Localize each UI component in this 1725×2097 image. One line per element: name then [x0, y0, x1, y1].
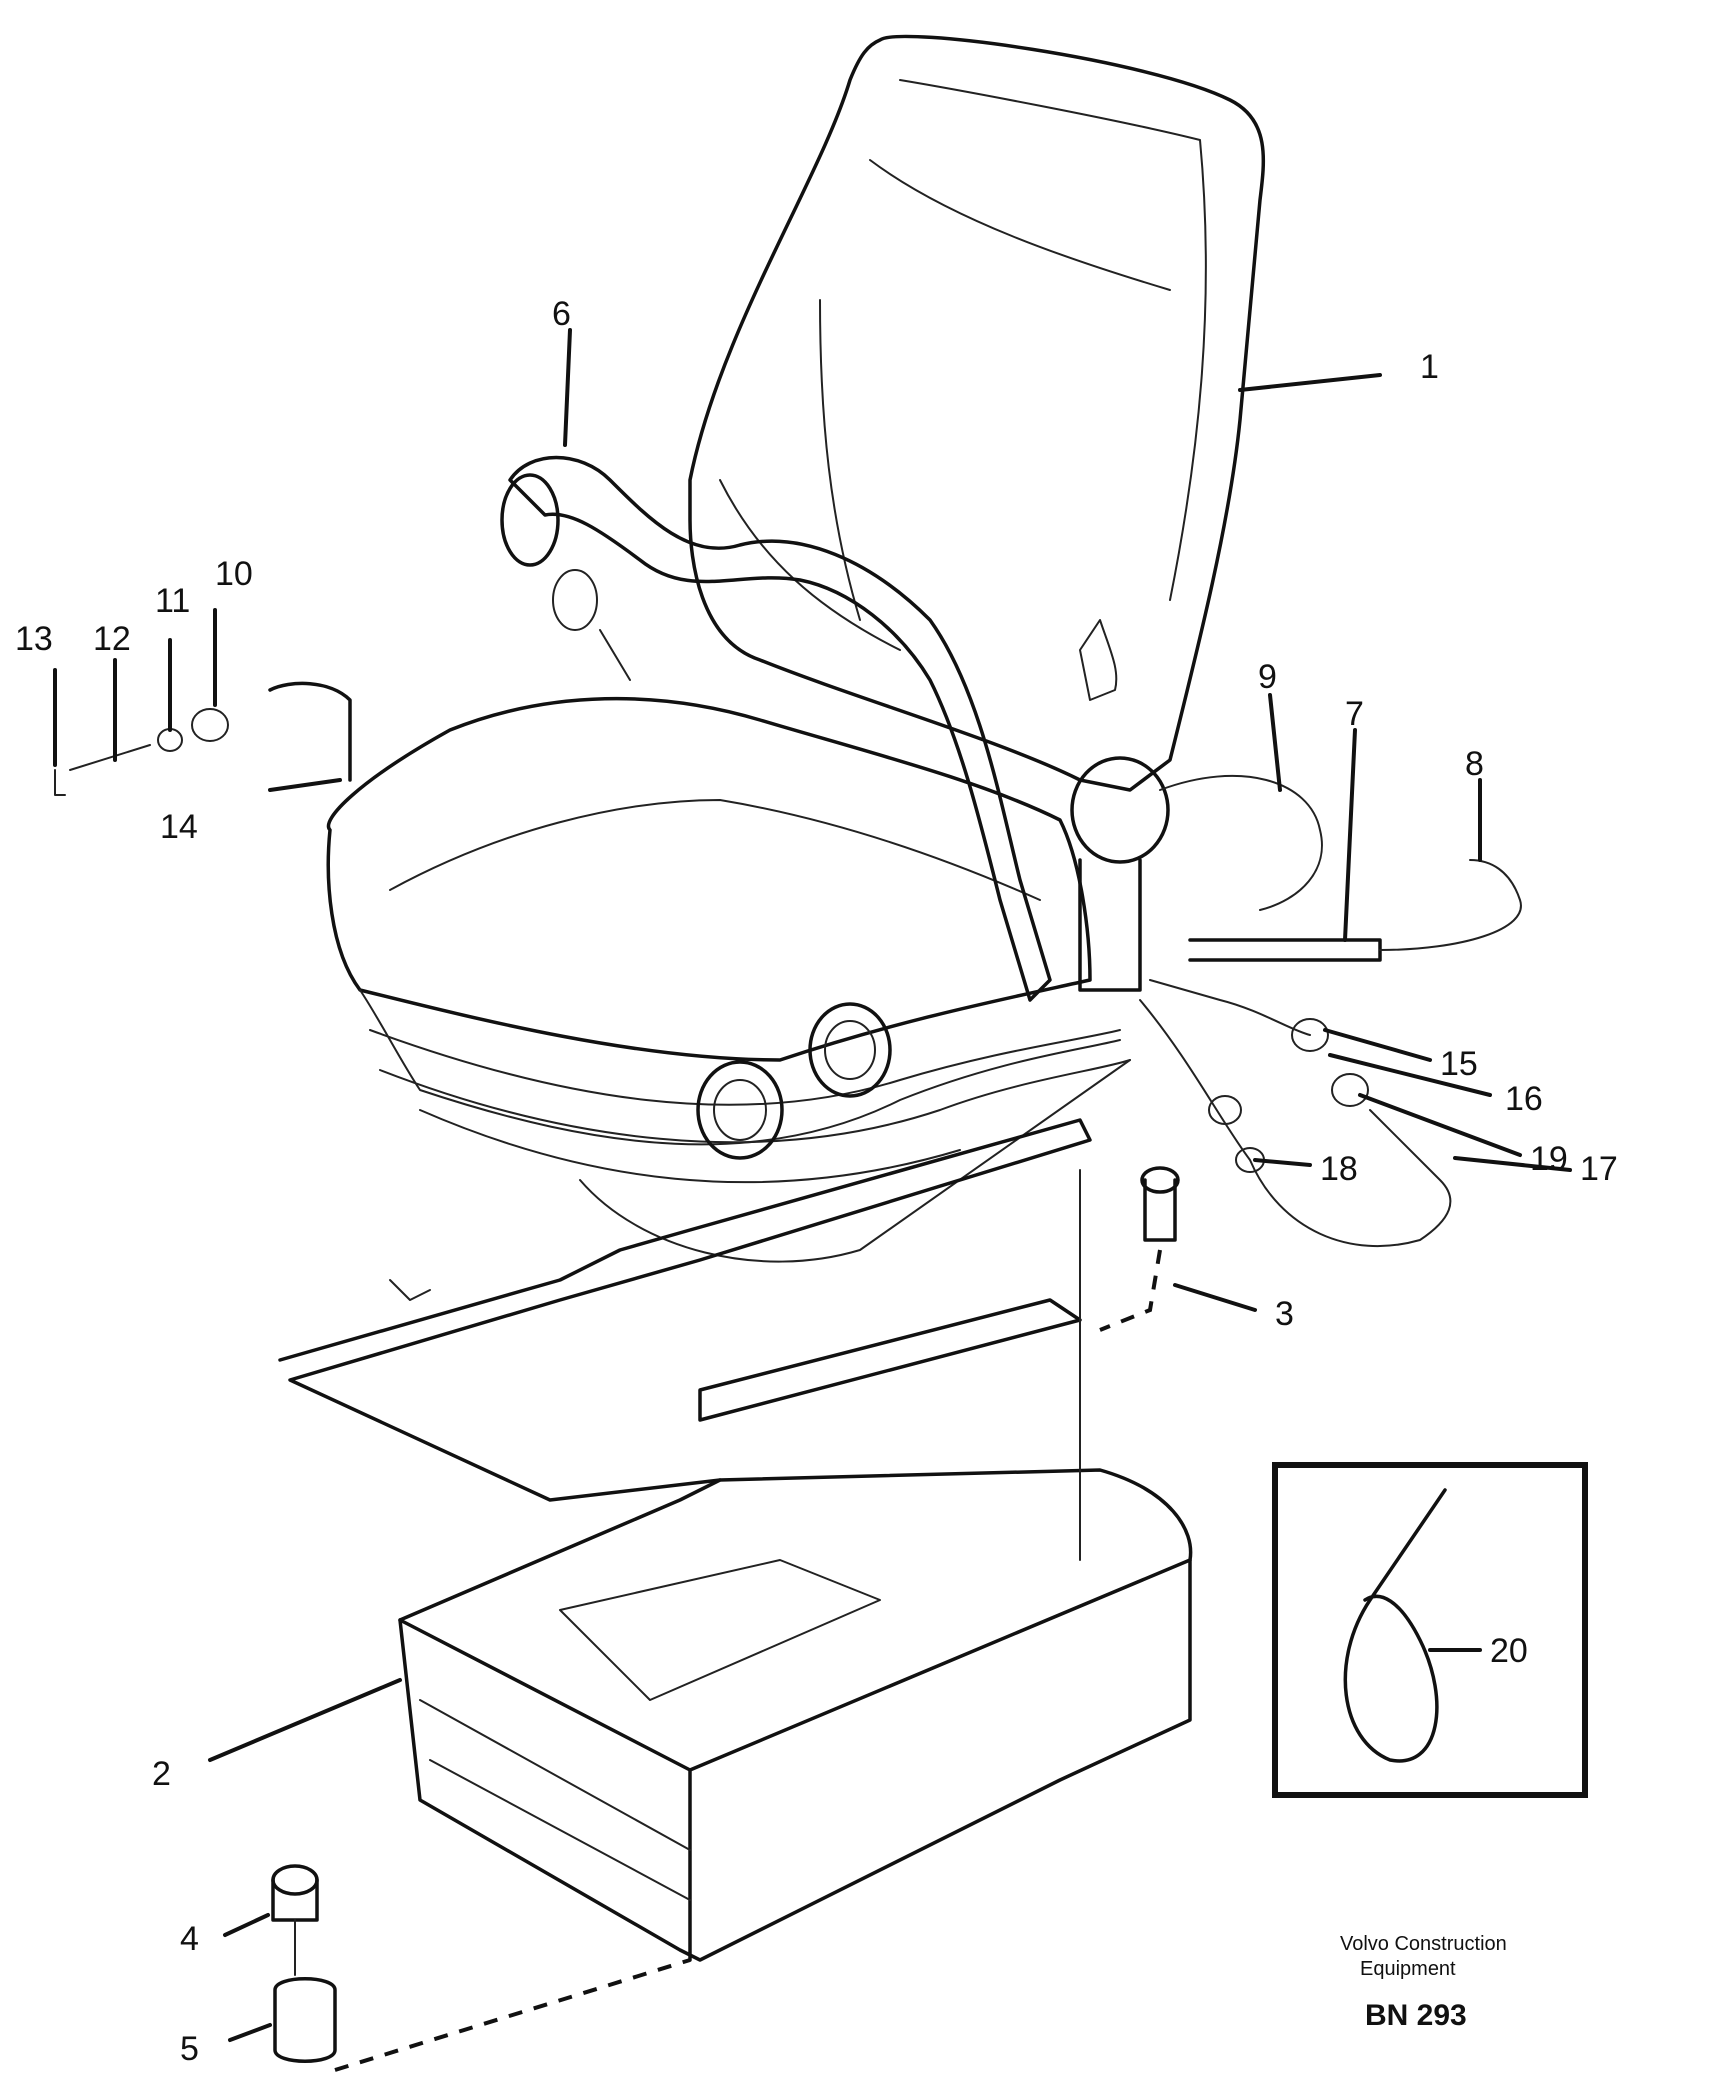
callout-20: 20 [1490, 1632, 1528, 1670]
callout-1: 1 [1420, 348, 1439, 386]
callout-7: 7 [1345, 695, 1364, 733]
knob-part-3 [1099, 1166, 1180, 1332]
callout-6: 6 [552, 295, 571, 333]
callout-labels: 1 2 3 4 5 6 7 8 9 10 11 12 13 14 15 16 1… [15, 295, 1618, 2068]
callout-10: 10 [215, 555, 253, 593]
leader-lines [53, 328, 1572, 2042]
armrest [500, 455, 1052, 1002]
callout-9: 9 [1258, 658, 1277, 696]
seat-backrest [688, 34, 1266, 792]
callout-13: 13 [15, 620, 53, 658]
drawing-code: BN 293 [1365, 1999, 1467, 2032]
callout-11: 11 [155, 582, 190, 620]
callout-8: 8 [1465, 745, 1484, 783]
side-control-assembly [1070, 756, 1522, 1248]
callout-18: 18 [1320, 1150, 1358, 1188]
seat-cushion [326, 696, 1131, 1263]
callout-4: 4 [180, 1920, 199, 1958]
callout-14: 14 [160, 808, 198, 846]
credit-line-2: Equipment [1360, 1958, 1456, 1980]
callout-3: 3 [1275, 1295, 1294, 1333]
callout-5: 5 [180, 2030, 199, 2068]
knob-part-4 [271, 1864, 319, 1976]
callout-2: 2 [152, 1755, 171, 1793]
foot-part-5 [273, 1958, 691, 2072]
callout-15: 15 [1440, 1045, 1478, 1083]
seat-console [398, 1169, 1193, 1962]
lever-assembly [54, 681, 352, 796]
slide-rails [278, 1118, 1092, 1502]
callout-12: 12 [93, 620, 131, 658]
callout-16: 16 [1505, 1080, 1543, 1118]
credit-line-1: Volvo Construction [1340, 1933, 1507, 1955]
callout-19: 19 [1530, 1140, 1568, 1178]
callout-17: 17 [1580, 1150, 1618, 1188]
inset-detail-box [1272, 1462, 1588, 1798]
credit-block: Volvo Construction Equipment BN 293 [1340, 1933, 1507, 2032]
